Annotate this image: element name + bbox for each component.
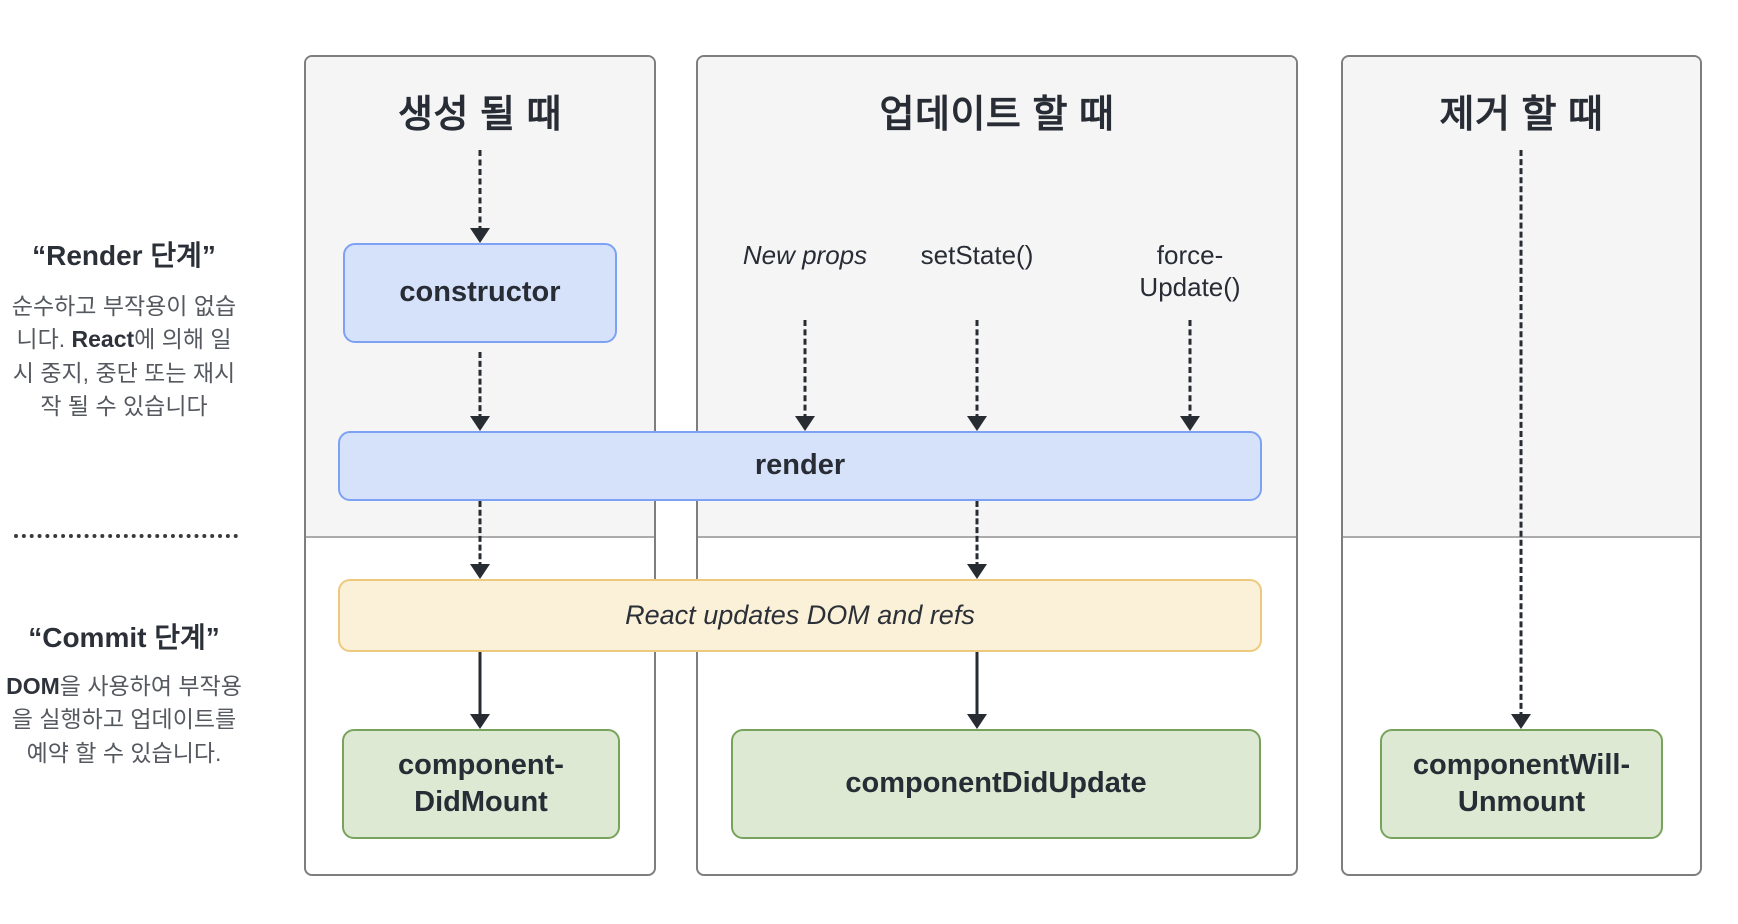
arrow-head [1511,714,1531,729]
node-constructor: constructor [343,243,617,343]
arrow-render-to-dom-updates-mount [469,501,491,579]
arrow-shaft [1519,150,1523,718]
node-label-line2: Unmount [1457,786,1586,818]
node-render: render [338,431,1262,501]
commit-phase-text-part2: 을 사용하여 부작용을 실행하고 업데이트를 예약 할 수 있습니다. [11,673,242,766]
arrow-head [967,416,987,431]
trigger-new-props: New props [742,240,868,270]
trigger-force-update-line1: force- [1156,240,1224,270]
node-component-did-mount: component- DidMount [342,729,620,839]
arrow-shaft [478,501,482,568]
node-label-line1: componentWill- [1412,748,1631,781]
trigger-set-state: setState() [920,240,1034,270]
phase-dotted-divider [14,534,238,538]
arrow-set-state-to-render [966,320,988,431]
node-react-updates-dom: React updates DOM and refs [338,579,1262,652]
arrow-head [470,564,490,579]
arrow-shaft [975,320,979,420]
node-label: component- DidMount [398,747,564,821]
render-phase-title: “Render 단계” [32,240,216,271]
arrow-head [470,228,490,243]
node-component-will-unmount: componentWill- Unmount [1380,729,1663,839]
arrow-unmount-to-will-unmount [1510,150,1532,729]
arrow-head [470,416,490,431]
arrow-head [1180,416,1200,431]
node-label-line2: DidMount [414,786,548,818]
render-phase-text-latin: React [71,326,135,353]
render-phase-description: 순수하고 부작용이 없습니다. React에 의해 일시 중지, 중단 또는 재… [6,290,242,423]
trigger-force-update-line2: Update() [1139,271,1241,302]
arrow-dom-updates-to-did-mount [469,652,491,729]
trigger-force-update: force-Update() [1080,240,1300,303]
arrow-shaft [478,150,482,232]
render-phase-text-part2: 에 의해 일시 중지, 중단 또는 재시작 될 수 있습니다 [12,326,236,420]
commit-phase-title: “Commit 단계” [28,622,220,653]
arrow-shaft [803,320,807,420]
arrow-shaft [975,501,979,568]
arrow-new-props-to-render [794,320,816,431]
commit-phase-description: DOM을 사용하여 부작용을 실행하고 업데이트를 예약 할 수 있습니다. [6,670,242,770]
column-unmount-title: 제거 할 때 [1439,94,1604,136]
column-mount-title: 생성 될 때 [398,94,562,136]
arrow-head [967,564,987,579]
node-component-did-update: componentDidUpdate [731,729,1261,839]
arrow-render-to-dom-updates-update [966,501,988,579]
render-phase-text-part1: 순수하고 부작용이 없습니다. [11,293,237,353]
commit-phase-text-latin: DOM [6,673,60,699]
arrow-constructor-to-render [469,352,491,431]
arrow-head [967,714,987,729]
node-label: componentWill- Unmount [1413,747,1630,821]
arrow-dom-updates-to-did-update [966,652,988,729]
arrow-head [795,416,815,431]
arrow-head [470,714,490,729]
column-update-title: 업데이트 할 때 [879,94,1115,136]
arrow-shaft [1188,320,1192,420]
arrow-force-update-to-render [1179,320,1201,431]
node-label-line1: component- [398,748,564,781]
arrow-mount-to-constructor [469,150,491,243]
arrow-shaft [975,652,979,718]
arrow-shaft [478,352,482,420]
arrow-shaft [478,652,482,718]
